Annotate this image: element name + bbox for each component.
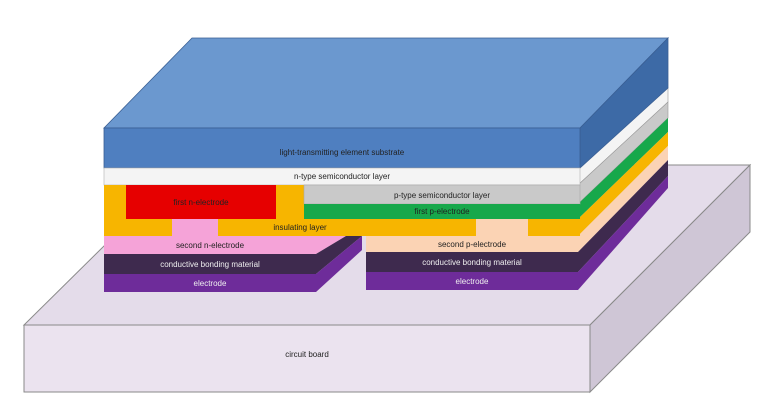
second-p-electrode-via	[476, 219, 528, 236]
insulating-layer-band	[104, 219, 580, 236]
electrode-left-label: electrode	[194, 279, 227, 288]
left-lower-stack: second n-electrode conductive bonding ma…	[104, 219, 362, 292]
bonding-left-front	[104, 254, 316, 274]
stack-side-faces	[577, 87, 669, 290]
second-p-electrode-front	[366, 236, 578, 252]
first-p-electrode-label: first p-electrode	[414, 207, 470, 216]
insulating-layer-side	[578, 132, 668, 236]
bonding-right-front	[366, 252, 578, 272]
circuit-board-front	[23, 324, 591, 393]
circuit-board-label: circuit board	[285, 350, 329, 359]
p-type-layer: p-type semiconductor layer	[303, 184, 581, 205]
right-lower-stack: second p-electrode conductive bonding ma…	[366, 219, 578, 290]
first-n-electrode: first n-electrode	[126, 185, 276, 219]
electrode-right-front	[366, 272, 578, 290]
first-p-electrode: first p-electrode	[304, 204, 580, 219]
n-layer-label: n-type semiconductor layer	[294, 172, 390, 181]
second-n-electrode-label: second n-electrode	[176, 241, 245, 250]
substrate: light-transmitting element substrate	[103, 37, 669, 169]
bonding-right-label: conductive bonding material	[422, 258, 522, 267]
second-n-electrode-via	[172, 219, 218, 236]
substrate-top	[103, 37, 669, 129]
first-p-electrode-side	[578, 118, 668, 219]
electrode-left-front	[104, 274, 316, 292]
second-n-electrode-front	[104, 236, 316, 254]
first-n-electrode-label: first n-electrode	[173, 198, 229, 207]
second-p-electrode-label: second p-electrode	[438, 240, 507, 249]
insulating-layer-label: insulating layer	[273, 223, 327, 232]
p-layer-label: p-type semiconductor layer	[394, 191, 490, 200]
substrate-label: light-transmitting element substrate	[280, 148, 405, 157]
second-p-electrode-side	[578, 146, 668, 252]
bonding-right-side	[578, 160, 668, 272]
electrode-left-side	[316, 236, 362, 292]
first-n-electrode-block	[126, 185, 276, 219]
electrode-right-side	[578, 176, 668, 290]
electrode-right-label: electrode	[456, 277, 489, 286]
bonding-left-label: conductive bonding material	[160, 260, 260, 269]
n-type-layer: n-type semiconductor layer	[103, 167, 581, 186]
first-p-electrode-front	[304, 204, 580, 219]
